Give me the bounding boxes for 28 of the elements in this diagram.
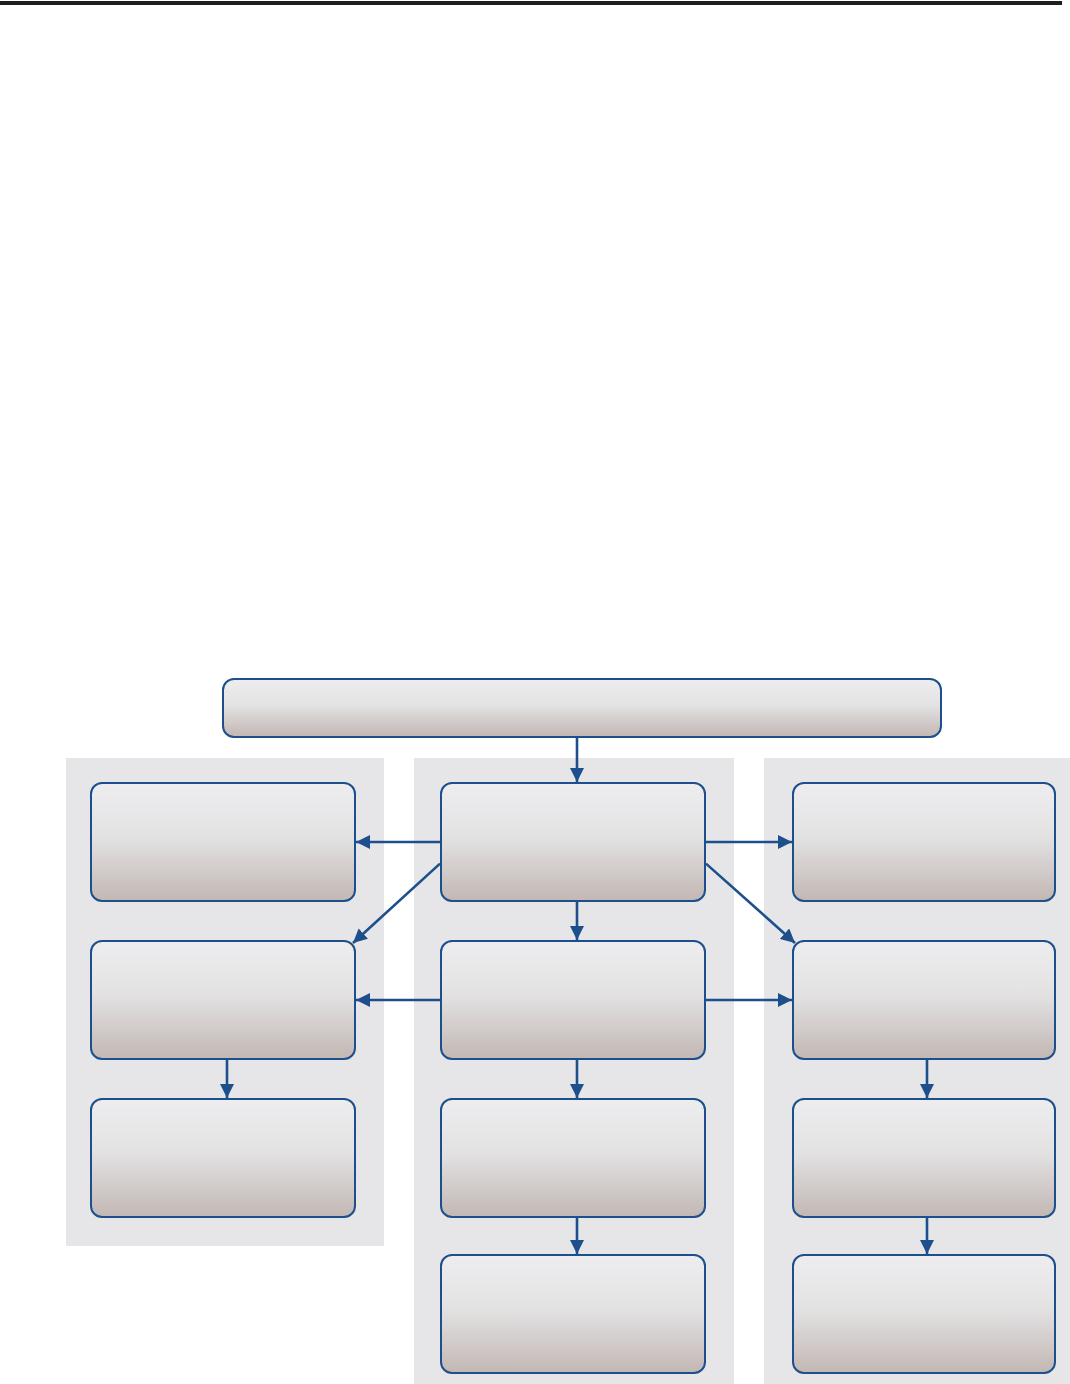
group-panel: [66, 758, 384, 1246]
process-box: [440, 782, 706, 902]
arrow: [570, 1060, 584, 1098]
process-box: [440, 1254, 706, 1374]
arrow: [920, 1060, 934, 1098]
arrow: [220, 1060, 234, 1098]
process-box: [792, 940, 1056, 1060]
arrow: [706, 993, 792, 1007]
process-box: [792, 1254, 1056, 1374]
process-box: [792, 1098, 1056, 1218]
process-box: [222, 678, 942, 738]
arrow: [356, 835, 440, 849]
group-panel: [764, 758, 1070, 1384]
process-box: [792, 782, 1056, 902]
group-panel: [414, 758, 734, 1384]
arrow: [570, 738, 584, 782]
arrow: [706, 835, 792, 849]
process-box: [90, 940, 356, 1060]
arrow: [570, 902, 584, 940]
arrow: [352, 862, 441, 944]
arrow: [356, 993, 440, 1007]
arrow: [705, 862, 796, 944]
process-box: [440, 940, 706, 1060]
arrow: [920, 1218, 934, 1254]
arrow: [570, 1218, 584, 1254]
process-box: [440, 1098, 706, 1218]
process-box: [90, 1098, 356, 1218]
process-box: [90, 782, 356, 902]
